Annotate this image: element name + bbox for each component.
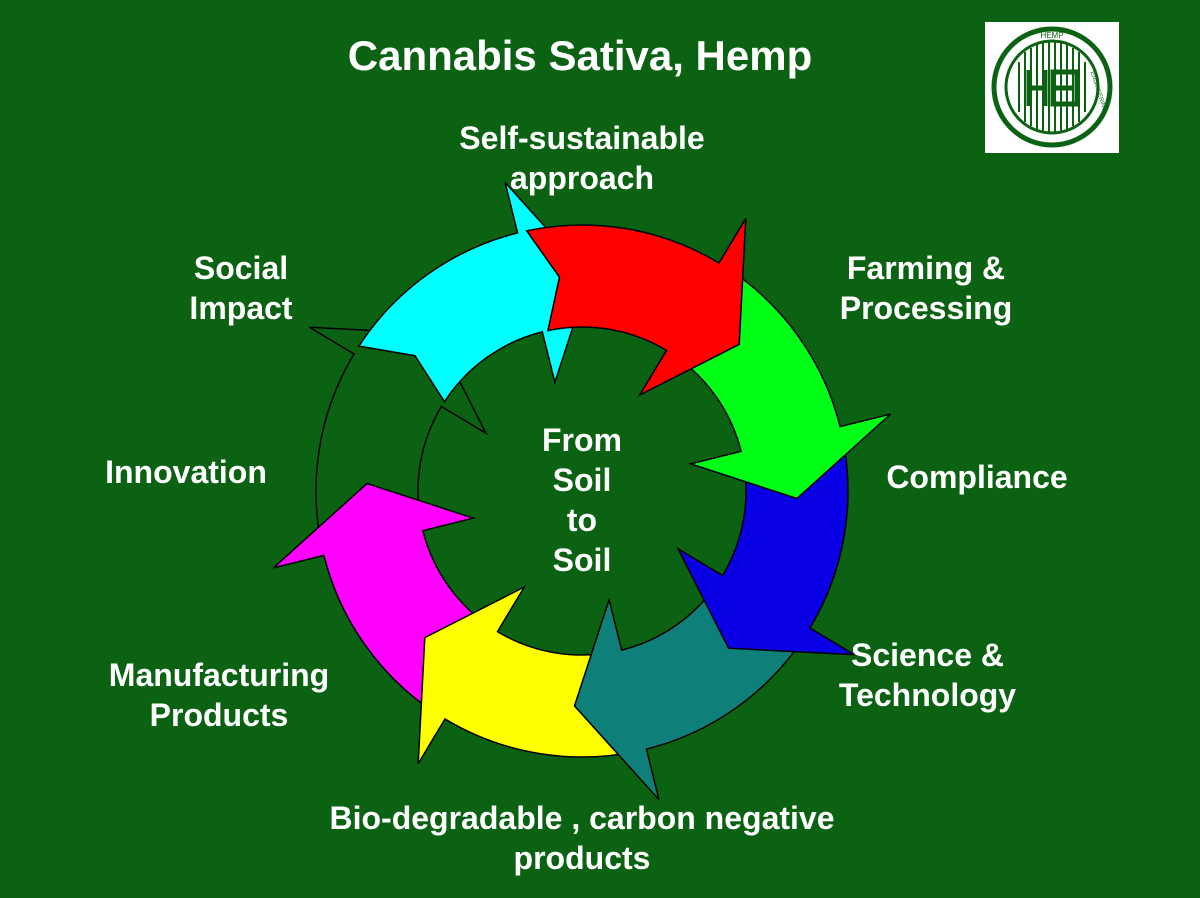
slide-title: Cannabis Sativa, Hemp <box>347 32 813 79</box>
arrow-segment-compliance <box>676 434 855 656</box>
hemp-engineering-logo: HEMP ENGINEERING <box>985 22 1119 153</box>
label-line: Science & <box>851 637 1004 673</box>
label-line: Manufacturing <box>108 657 330 693</box>
label-farming-processing: Farming & Processing <box>826 248 1026 328</box>
label-line: Self-sustainable <box>459 120 705 156</box>
label-bio-degradable: Bio-degradable , carbon negative product… <box>300 798 864 878</box>
label-line: Farming & <box>846 250 1006 286</box>
label-self-sustainable: Self-sustainable approach <box>448 118 716 198</box>
label-line: Impact <box>189 290 293 326</box>
arrow-segment-self-sustainable <box>525 218 747 397</box>
label-line: products <box>513 840 651 876</box>
label-innovation: Innovation <box>90 452 282 492</box>
hemp-engineering-logo-icon: HEMP ENGINEERING <box>991 26 1113 148</box>
center-label: From Soil to Soil <box>490 420 674 580</box>
center-line: From <box>542 422 622 458</box>
arrow-segment-bio-degradable <box>417 585 639 764</box>
center-line: Soil <box>552 462 612 498</box>
label-line: Bio-degradable , carbon negative <box>329 800 835 836</box>
label-line: Social <box>193 250 289 286</box>
svg-text:HEMP: HEMP <box>1040 31 1063 40</box>
label-science-technology: Science & Technology <box>825 635 1030 715</box>
label-line: Compliance <box>886 459 1068 495</box>
label-manufacturing-products: Manufacturing Products <box>92 655 346 735</box>
label-social-impact: Social Impact <box>170 248 312 328</box>
label-line: Products <box>149 697 289 733</box>
label-line: Innovation <box>105 454 267 490</box>
label-line: Technology <box>838 677 1017 713</box>
label-line: approach <box>509 160 655 196</box>
label-compliance: Compliance <box>872 457 1082 497</box>
center-line: to <box>566 502 598 538</box>
center-line: Soil <box>552 542 612 578</box>
label-line: Processing <box>839 290 1013 326</box>
